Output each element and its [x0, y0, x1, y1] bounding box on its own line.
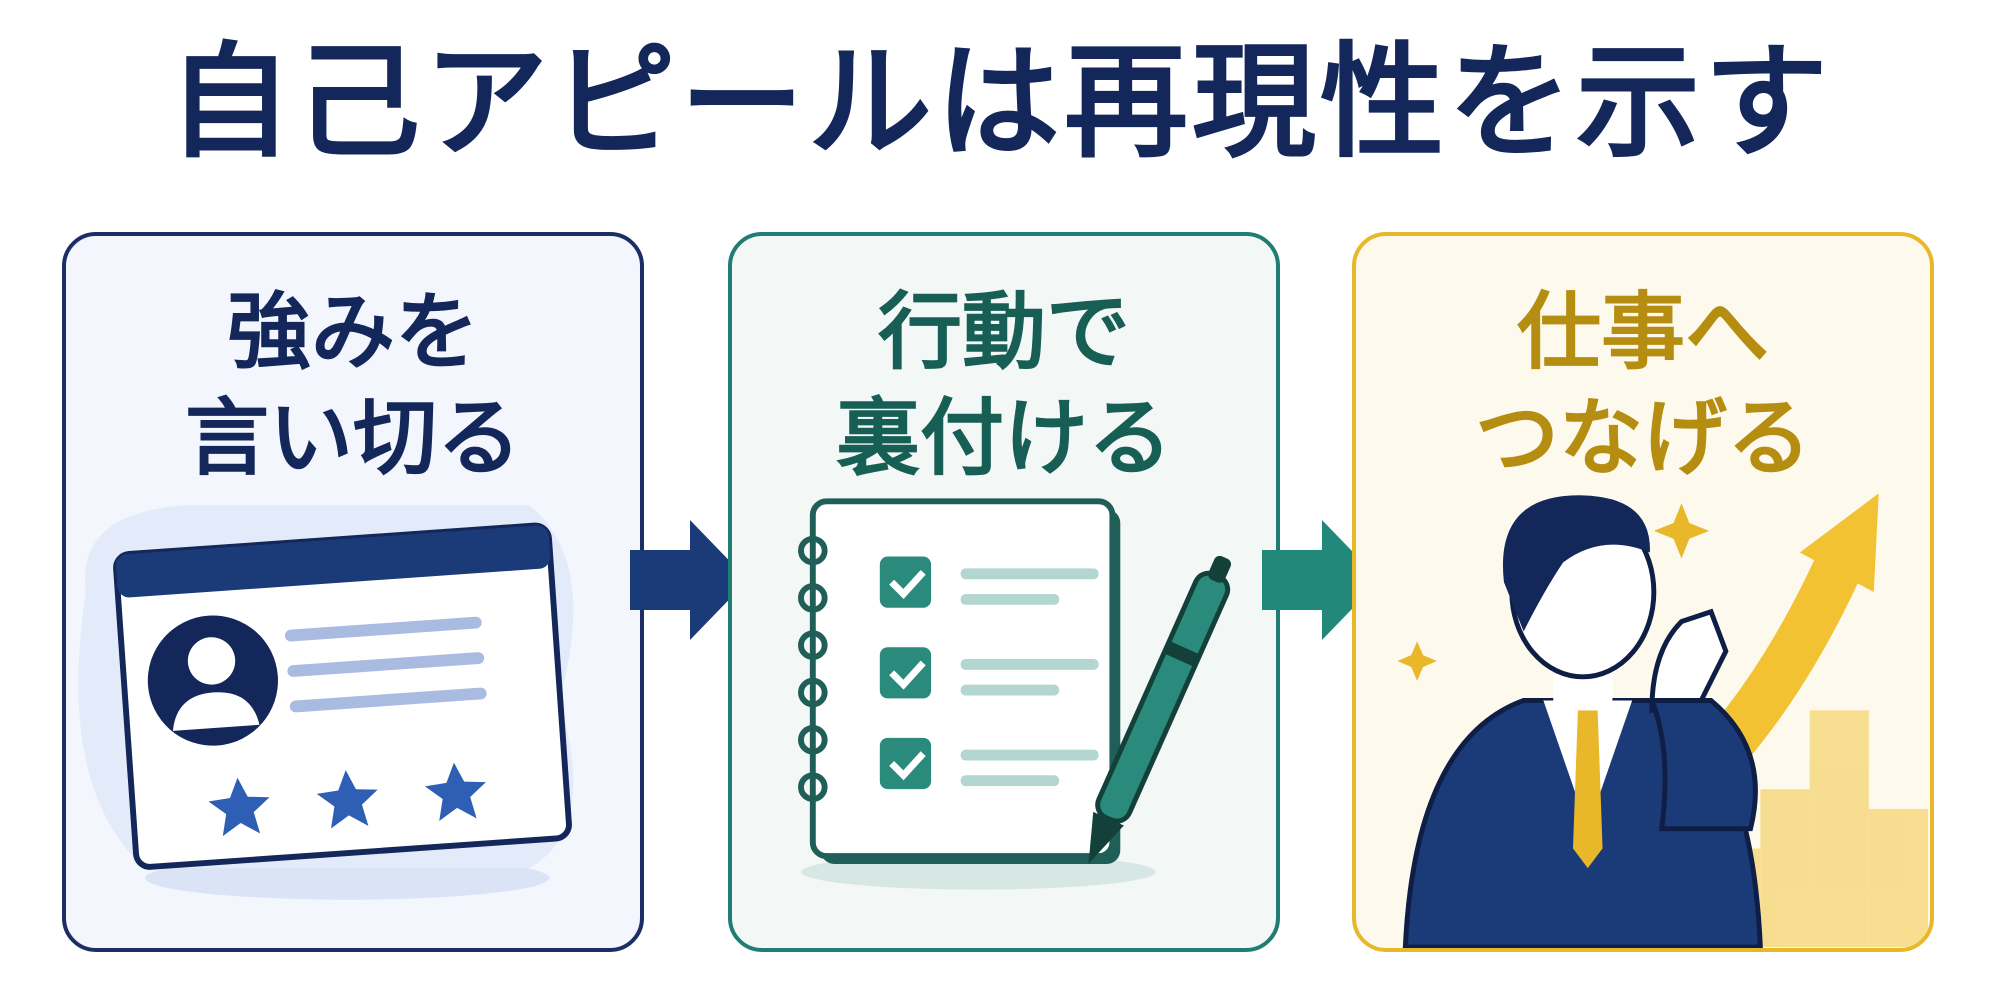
star-icon [316, 770, 378, 829]
star-icon [424, 762, 486, 821]
arrow-right-icon [630, 520, 748, 640]
step-2-heading-line1: 行動で [877, 283, 1130, 381]
fist-icon [1649, 608, 1729, 714]
tie-icon [1572, 710, 1603, 869]
step-1-heading-line1: 強みを [226, 283, 479, 381]
step-1-heading-line2: 言い切る [184, 389, 521, 487]
hair [1502, 495, 1650, 632]
profile-card-illustration [78, 505, 574, 900]
step-3-heading-line2: つなげる [1474, 389, 1811, 487]
spiral-rings [798, 535, 828, 802]
checkbox-icons [879, 556, 932, 790]
star-icons [208, 762, 486, 837]
step-card-2: 行動で 裏付ける [728, 232, 1280, 952]
step-2-heading-line2: 裏付ける [835, 389, 1172, 487]
page-title: 自己アピールは再現性を示す [167, 31, 1832, 175]
notebook-icon [809, 498, 1116, 860]
sparkle-icon [1653, 503, 1710, 559]
step-card-1: 強みを 言い切る [62, 232, 644, 952]
star-icon [208, 777, 270, 837]
arrow-right-icon [1262, 520, 1380, 640]
businessman-illustration [1397, 493, 1929, 948]
step-3-heading-line1: 仕事へ [1516, 283, 1769, 381]
pen-icon [1088, 555, 1232, 864]
step-card-3: 仕事へ つなげる [1352, 232, 1934, 952]
profile-card [113, 522, 572, 870]
sparkle-icon [1397, 641, 1437, 681]
checklist-lines [960, 568, 1099, 787]
checklist-illustration [798, 498, 1232, 890]
